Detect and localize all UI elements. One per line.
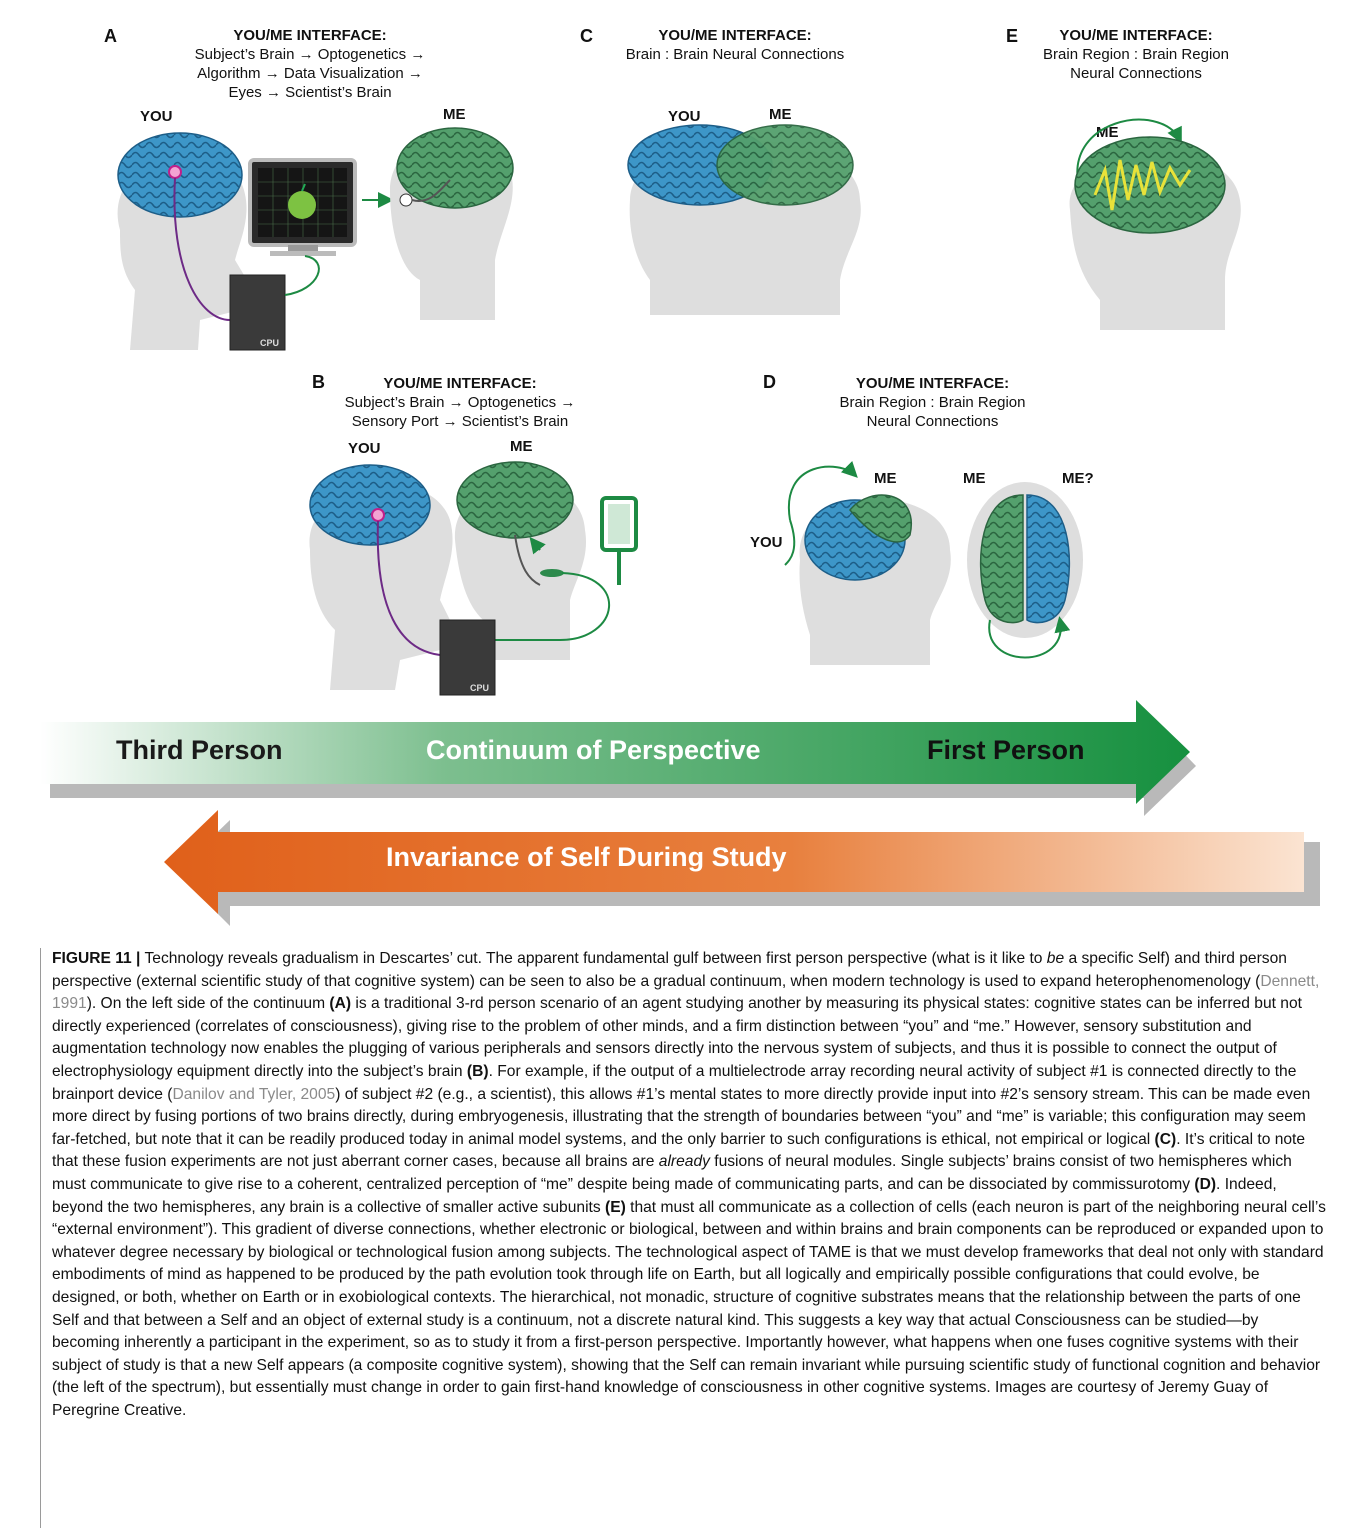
panel-b-illustration: CPU xyxy=(309,461,638,696)
ref-b: (B) xyxy=(466,1062,489,1080)
panel-d-line-1: Brain Region : Brain Region xyxy=(839,394,1026,411)
panel-d-me-label: ME xyxy=(874,470,897,487)
ref-c: (C) xyxy=(1154,1130,1177,1148)
continuum-arrow xyxy=(40,700,1196,816)
caption-label: FIGURE 11 | xyxy=(52,950,141,967)
optogenetic-probe xyxy=(168,165,182,179)
panel-c-me-label: ME xyxy=(769,106,792,123)
panel-b-label: B xyxy=(312,372,325,392)
panel-e-title: YOU/ME INTERFACE: Brain Region : Brain R… xyxy=(1026,26,1246,83)
panel-c-you-label: YOU xyxy=(668,108,701,125)
ref-d: (D) xyxy=(1194,1175,1217,1193)
panel-e-me-label: ME xyxy=(1096,124,1119,141)
caption-text-5: . For example, if the output of a multie… xyxy=(52,1062,1297,1103)
caption-text-1: Technology reveals gradualism in Descart… xyxy=(140,950,1047,967)
caption-text-4: is a traditional 3-rd person scenario of… xyxy=(52,995,1302,1080)
panel-d-me-left-label: ME xyxy=(963,470,986,487)
d-right-hemisphere xyxy=(1026,494,1071,624)
figure-caption: FIGURE 11 | Technology reveals gradualis… xyxy=(52,948,1328,1422)
b-scientist-brain xyxy=(456,461,574,539)
panel-c-label: C xyxy=(580,26,593,46)
invariance-label: Invariance of Self During Study xyxy=(386,842,787,872)
caption-text-9: . Indeed, beyond the two hemispheres, an… xyxy=(52,1175,1277,1216)
panel-d-title: YOU/ME INTERFACE: Brain Region : Brain R… xyxy=(800,374,1065,431)
panel-a-you-label: YOU xyxy=(140,108,173,125)
caption-text-10: that must all communicate as a collectio… xyxy=(52,1198,1326,1419)
panel-b-title: YOU/ME INTERFACE: Subject’s Brain → Opto… xyxy=(320,374,600,431)
brainport-device xyxy=(540,569,564,577)
apple-icon xyxy=(288,191,316,219)
panel-e-line-2: Neural Connections xyxy=(1070,65,1202,82)
panel-a-line-1: Subject’s Brain → Optogenetics → xyxy=(194,46,426,63)
caption-text-2: a specific Self) and third person perspe… xyxy=(52,950,1287,990)
panel-d-heading: YOU/ME INTERFACE: xyxy=(855,375,1010,392)
continuum-label: Continuum of Perspective xyxy=(426,735,761,765)
d-left-hemisphere xyxy=(979,494,1024,624)
probe-wire xyxy=(173,177,231,321)
ref-a: (A) xyxy=(329,995,352,1013)
ref-e: (E) xyxy=(605,1198,626,1216)
panel-a-illustration: CPU xyxy=(117,127,514,351)
panel-b-you-label: YOU xyxy=(348,440,381,457)
panel-e-label: E xyxy=(1006,26,1019,46)
b-optogenetic-probe xyxy=(371,508,385,522)
panel-e-line-1: Brain Region : Brain Region xyxy=(1043,46,1229,63)
panel-c-illustration xyxy=(627,124,861,315)
caption-text-6: ) of subject #2 (e.g., a scientist), thi… xyxy=(52,1085,1311,1148)
panel-e-illustration xyxy=(1069,118,1241,330)
fused-brain-me xyxy=(716,124,854,206)
cpu-tower xyxy=(229,274,286,351)
panel-b-line-2: Sensory Port → Scientist’s Brain xyxy=(351,413,569,430)
third-person-label: Third Person xyxy=(116,735,283,765)
neural-activity-trace xyxy=(1093,159,1192,211)
citation-dennett[interactable]: Dennett, 1991 xyxy=(52,972,1320,1013)
panel-c-line-1: Brain : Brain Neural Connections xyxy=(625,46,845,63)
panel-c-title: YOU/ME INTERFACE: Brain : Brain Neural C… xyxy=(600,26,870,64)
caption-text-8: fusions of neural modules. Single subjec… xyxy=(52,1153,1292,1193)
panel-a-line-2: Algorithm → Data Visualization → xyxy=(197,65,423,82)
panel-a-heading: YOU/ME INTERFACE: xyxy=(233,27,387,44)
invariance-arrow xyxy=(164,810,1320,926)
panel-b-me-label: ME xyxy=(510,438,533,455)
panel-b-heading: YOU/ME INTERFACE: xyxy=(383,375,537,392)
panel-d-line-2: Neural Connections xyxy=(866,413,999,430)
panel-a-label: A xyxy=(104,26,117,46)
scientist-eye xyxy=(399,193,413,207)
caption-em-1: be xyxy=(1046,950,1065,967)
citation-danilov[interactable]: Danilov and Tyler, 2005 xyxy=(172,1085,336,1103)
panel-a-title: YOU/ME INTERFACE: Subject’s Brain → Opto… xyxy=(150,26,470,102)
caption-text-7: . It’s critical to note that these fusio… xyxy=(52,1130,1306,1171)
panel-a-cpu-text: CPU xyxy=(260,338,279,348)
panel-e-heading: YOU/ME INTERFACE: xyxy=(1059,27,1213,44)
panel-d-label: D xyxy=(763,372,776,392)
caption-text-3: ). On the left side of the continuum xyxy=(86,995,330,1013)
caption-em-2: already xyxy=(658,1153,710,1171)
d-brain-me xyxy=(849,494,913,543)
first-person-label: First Person xyxy=(927,735,1085,765)
b-cpu-tower xyxy=(439,619,496,696)
caption-rule xyxy=(40,948,41,1528)
panel-b-line-1: Subject’s Brain → Optogenetics → xyxy=(344,394,576,411)
scientist-brain xyxy=(396,127,514,209)
panel-a-me-label: ME xyxy=(443,106,466,123)
b-subject-brain xyxy=(309,464,431,546)
panel-b-cpu-text: CPU xyxy=(470,683,489,693)
panel-d-illustration xyxy=(784,460,1083,665)
panel-a-line-3: Eyes → Scientist’s Brain xyxy=(228,84,392,101)
panel-c-heading: YOU/ME INTERFACE: xyxy=(658,27,812,44)
panel-d-me-right-label: ME? xyxy=(1062,470,1094,487)
panel-d-you-label: YOU xyxy=(750,534,783,551)
